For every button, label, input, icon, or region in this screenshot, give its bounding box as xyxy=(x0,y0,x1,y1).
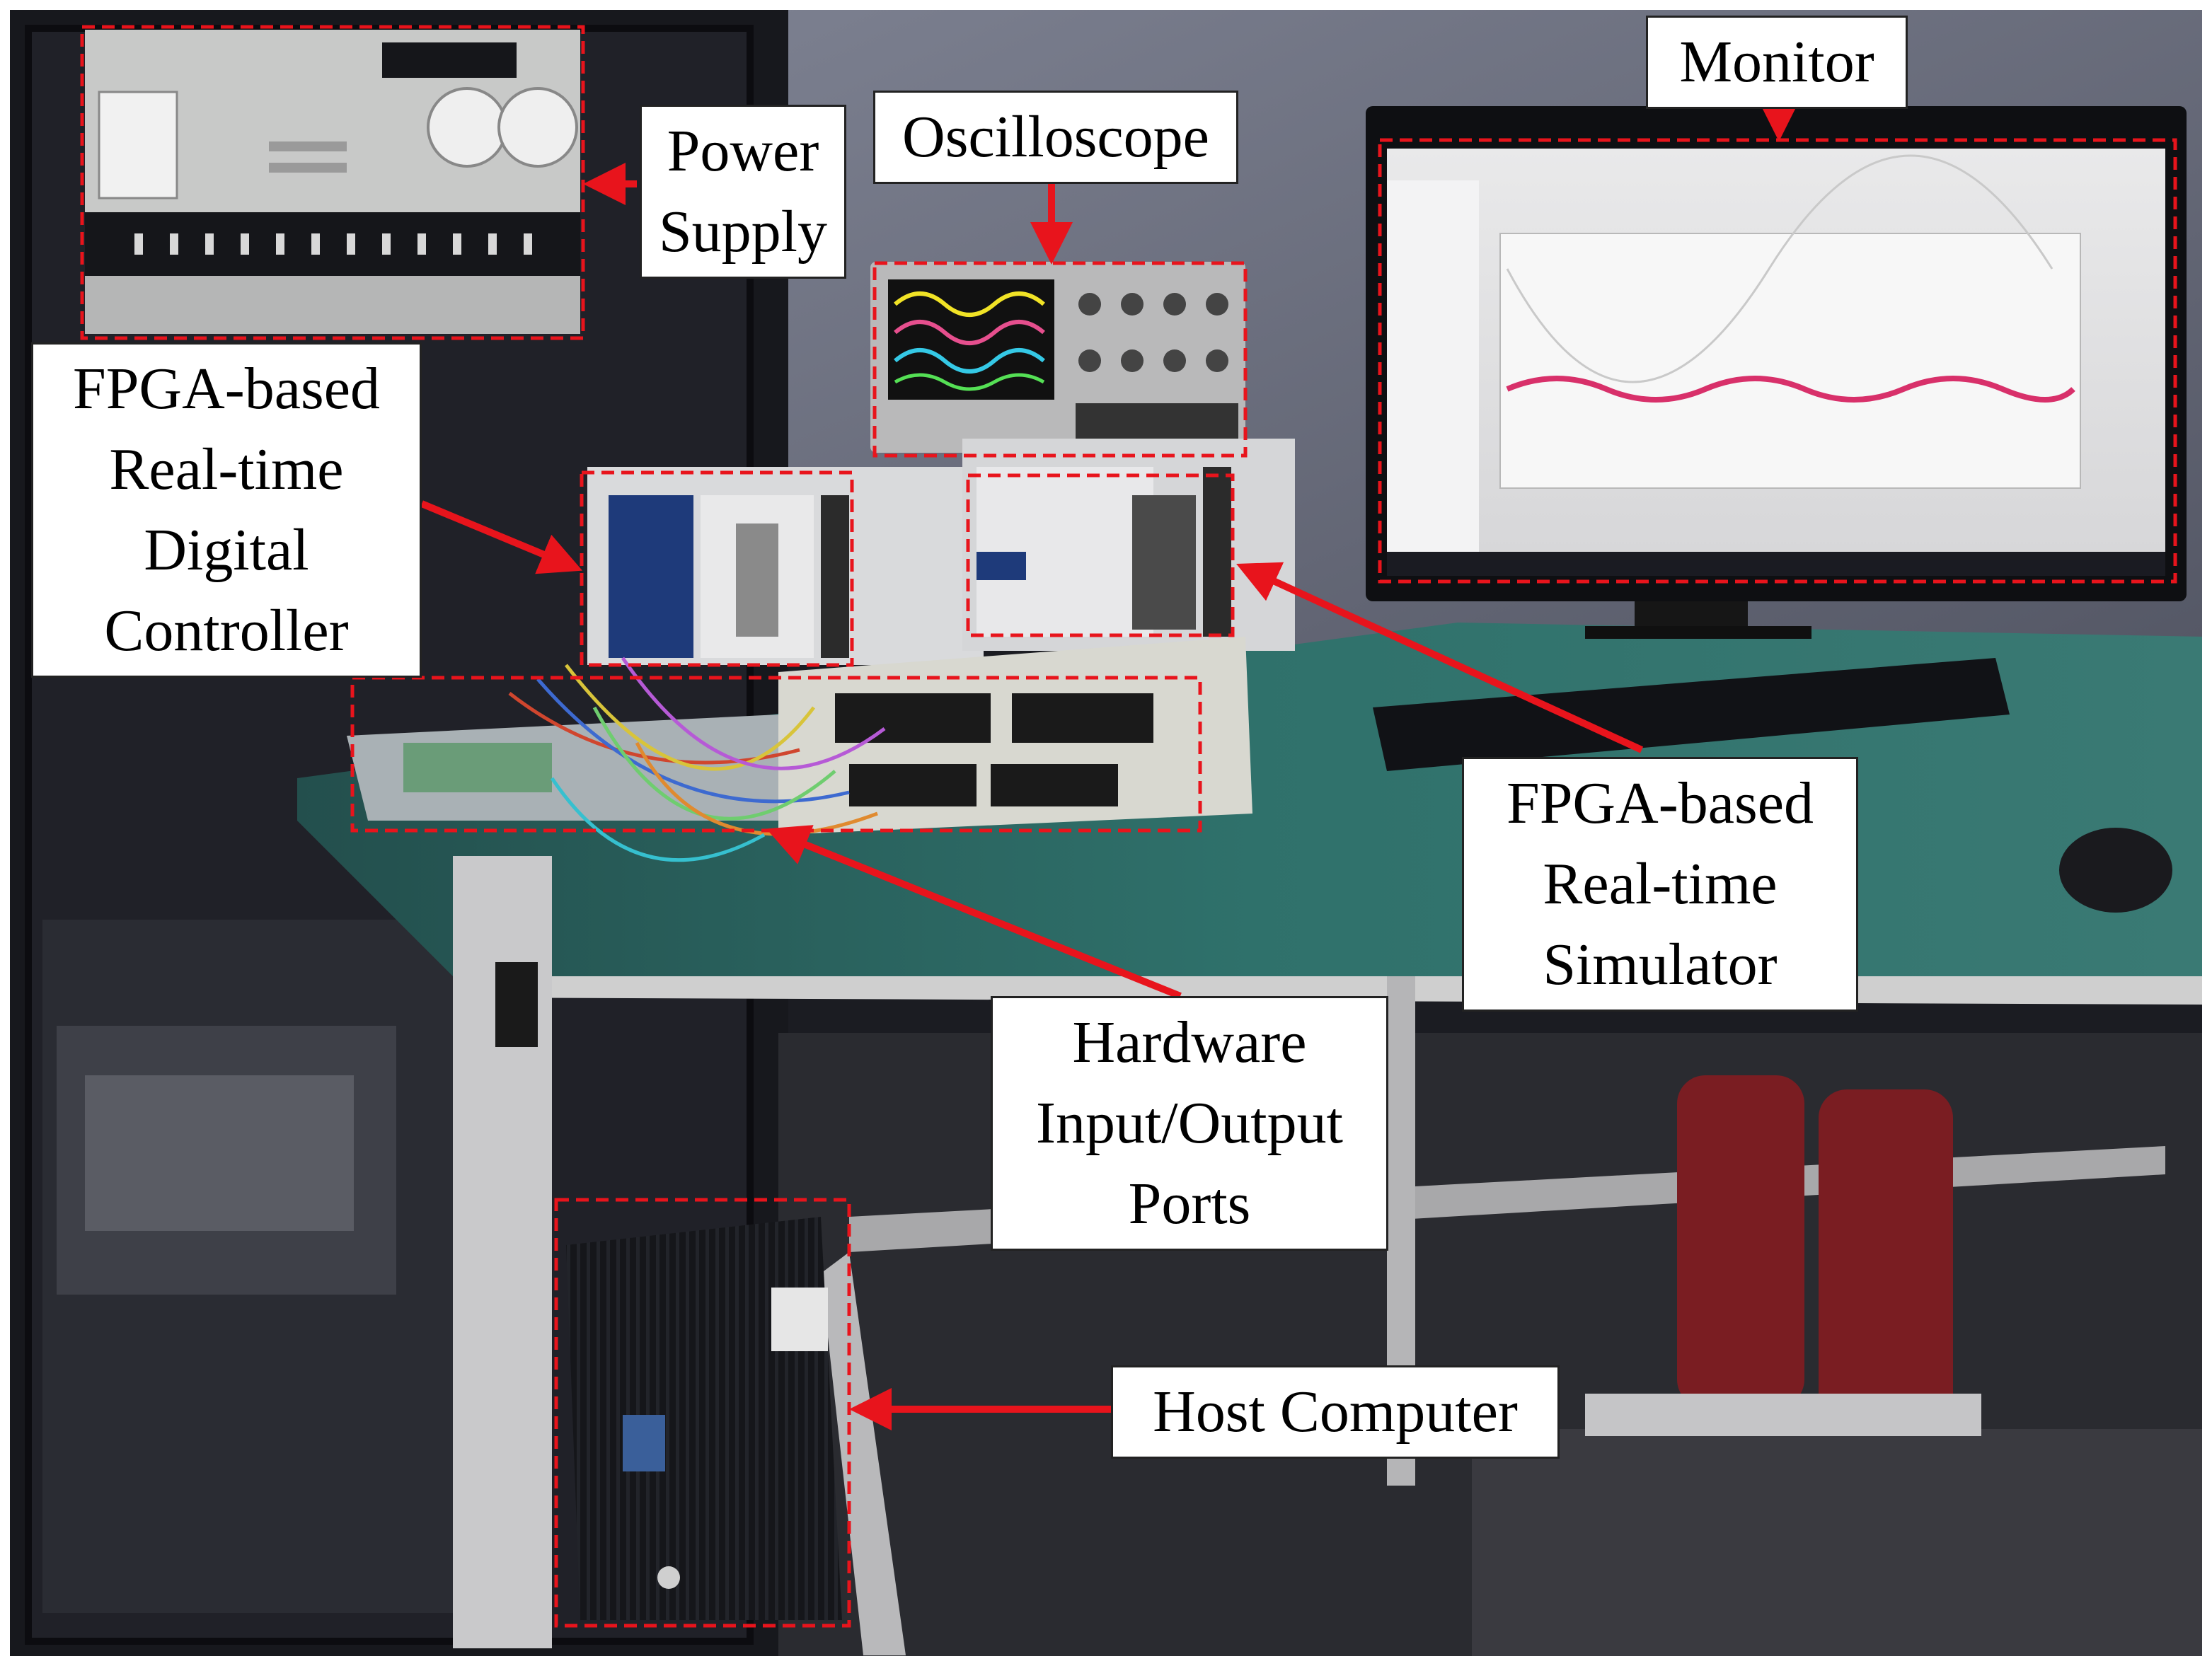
label-oscilloscope: Oscilloscope xyxy=(873,91,1238,184)
arrow-io-ports xyxy=(766,825,1182,1000)
arrow-controller xyxy=(420,500,583,574)
power-supply-unit xyxy=(85,30,580,334)
label-power-supply: Power Supply xyxy=(640,105,846,279)
label-io-ports: Hardware Input/Output Ports xyxy=(991,996,1388,1251)
pxi-chassis-simulator xyxy=(962,439,1295,651)
io-boxes xyxy=(347,637,1252,862)
label-simulator: FPGA-based Real-time Simulator xyxy=(1462,757,1858,1012)
label-monitor: Monitor xyxy=(1646,16,1908,109)
box-simulator xyxy=(966,473,1235,637)
oscilloscope-device xyxy=(870,262,1245,453)
arrow-simulator xyxy=(1236,562,1644,753)
monitor-device xyxy=(1366,106,2187,639)
box-controller xyxy=(580,470,854,667)
box-io-ports xyxy=(350,676,1202,833)
label-host-computer: Host Computer xyxy=(1111,1365,1560,1459)
host-computer-tower xyxy=(566,1217,842,1620)
keyboard-mouse xyxy=(1373,658,2172,913)
pxi-chassis-controller xyxy=(587,467,984,665)
label-controller: FPGA-based Real-time Digital Controller xyxy=(31,342,422,678)
